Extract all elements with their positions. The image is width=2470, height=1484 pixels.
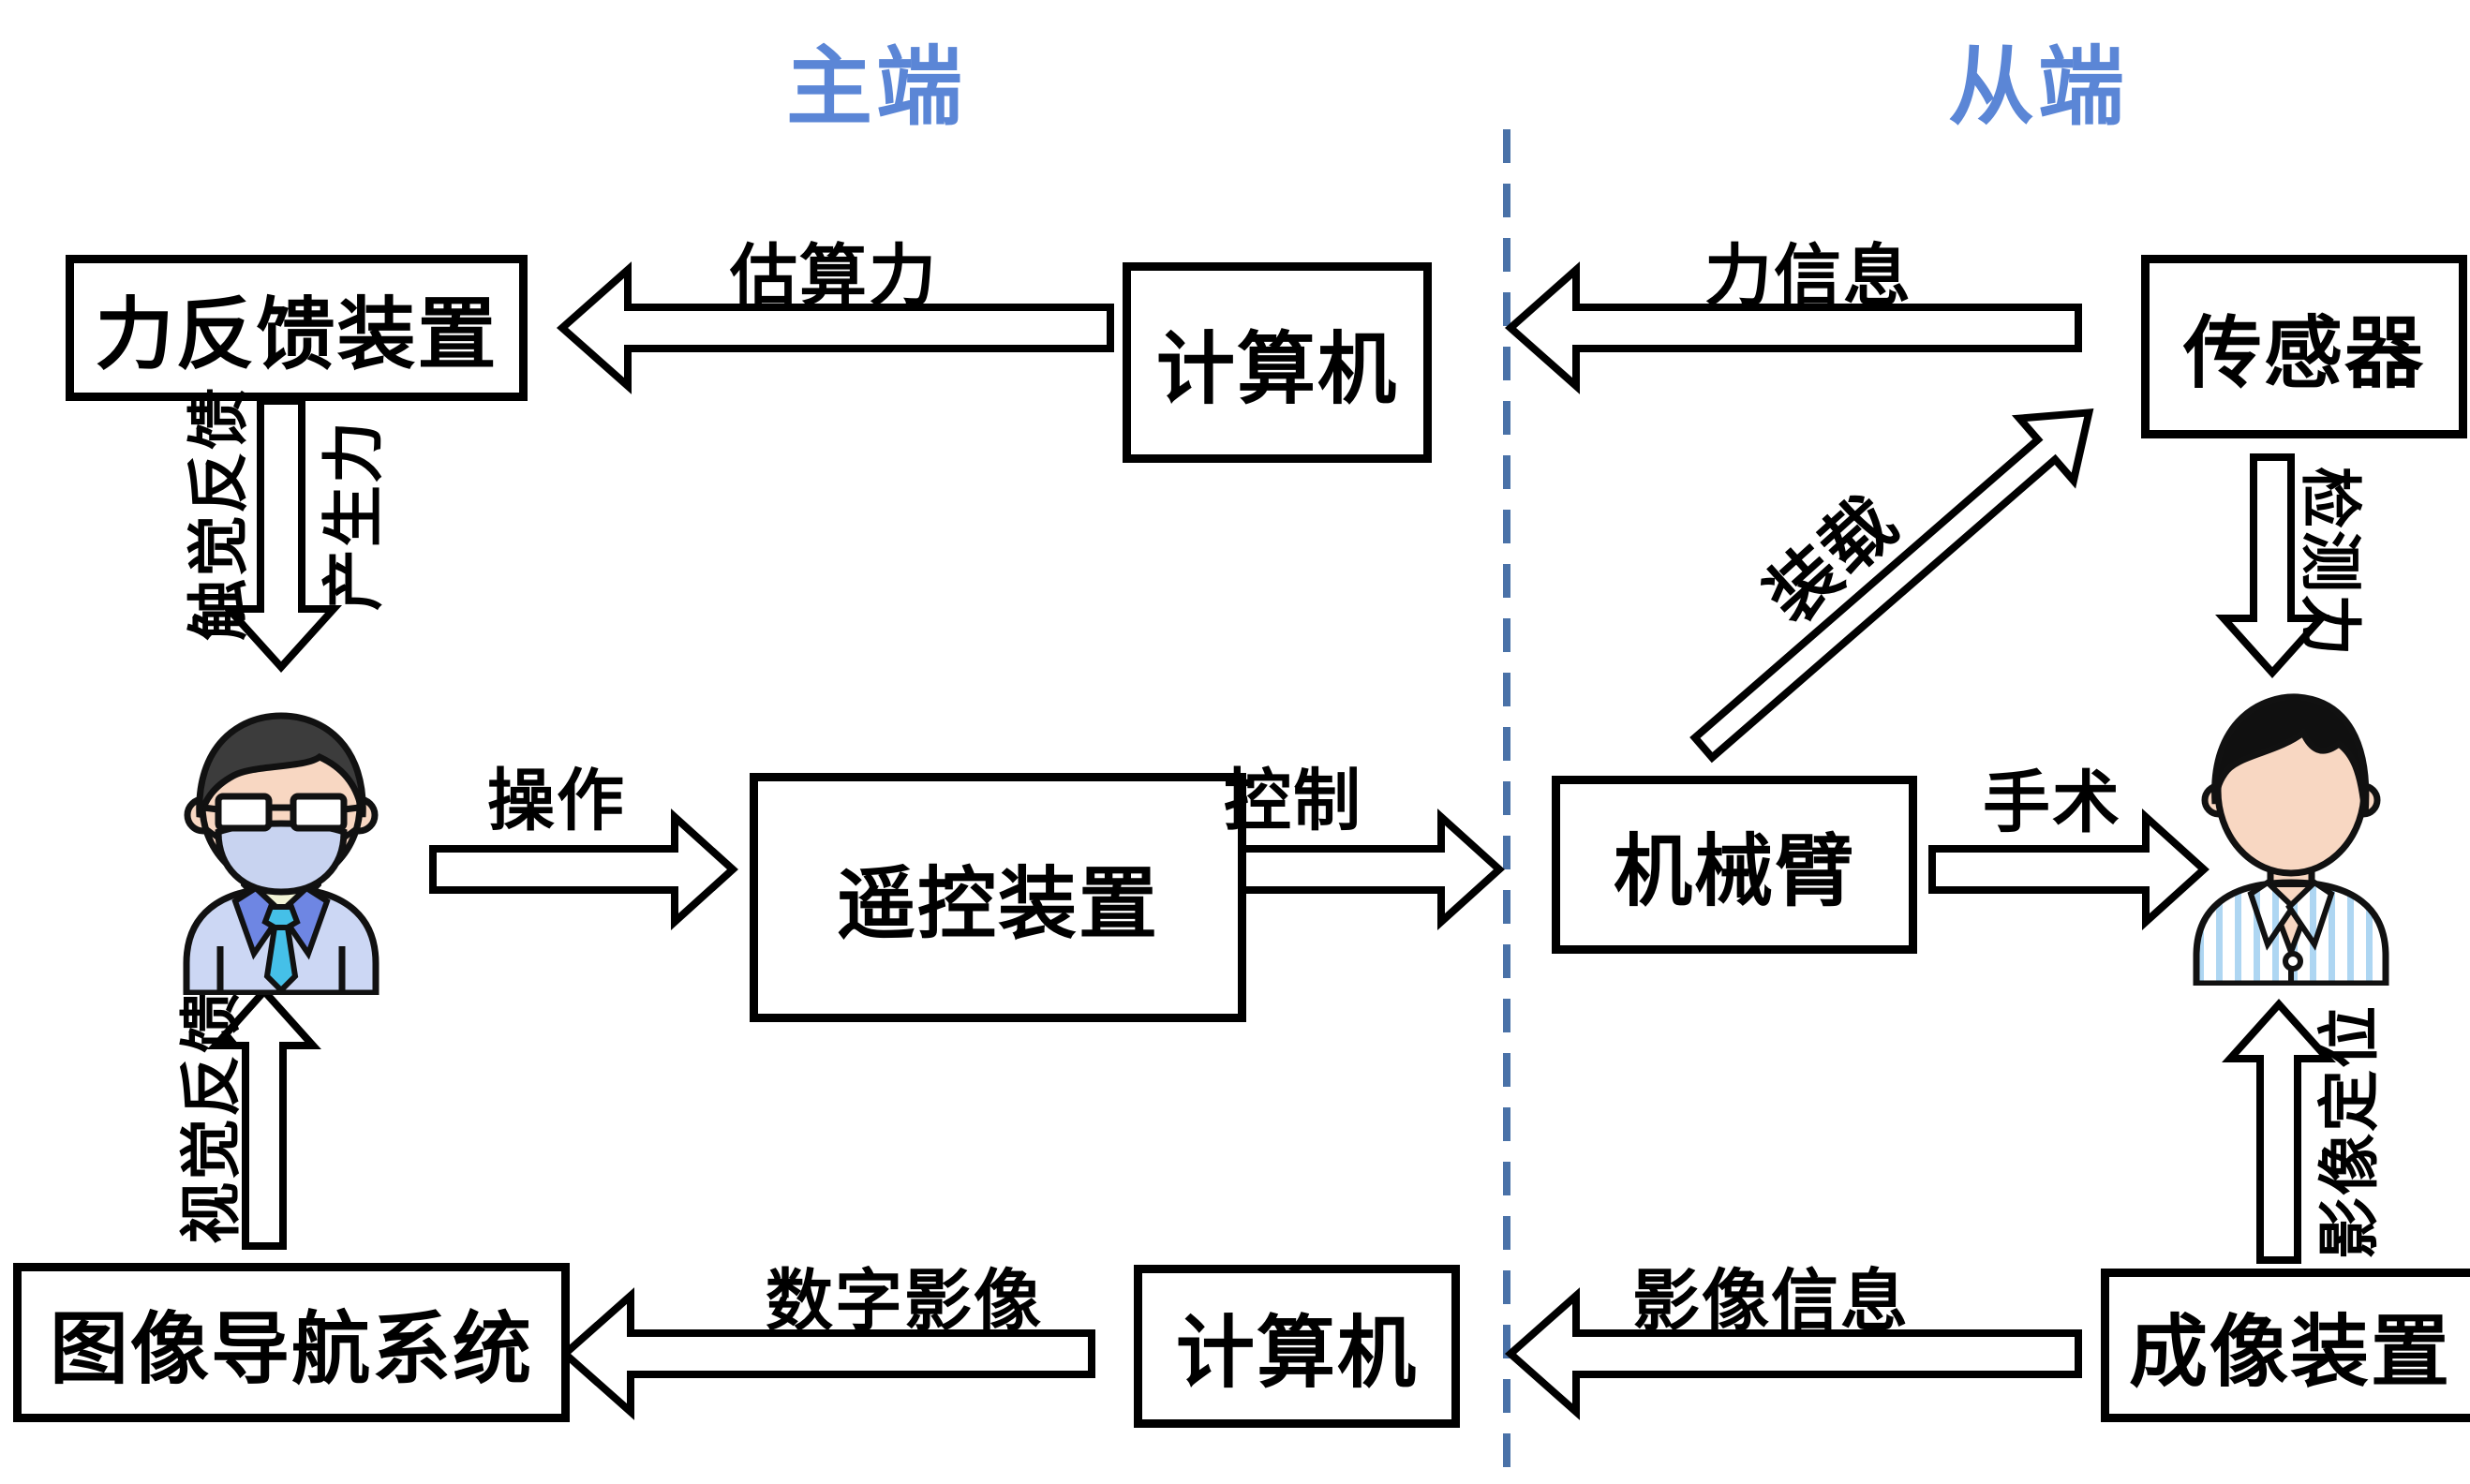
arrow-digital-image [558,1287,1095,1420]
arrow-operate [429,808,738,931]
arrow-image-info [1504,1287,2082,1420]
arrow-force-info [1504,261,2082,394]
box-force-feedback-device: 力反馈装置 [66,255,528,401]
box-remote-control-device: 遥控装置 [750,773,1246,1022]
box-sensor: 传感器 [2141,255,2467,438]
label-control: 控制 [1223,764,1363,839]
box-computer-bottom: 计算机 [1134,1265,1460,1428]
master-slave-divider [1503,129,1510,1484]
arrow-image-positioning [2222,999,2336,1264]
arrow-load [1689,408,2094,764]
slave-side-title: 从端 [1947,39,2129,136]
box-robot-arm: 机械臂 [1552,776,1917,954]
arrow-tactile-feedback [219,397,343,673]
label-operate: 操作 [486,764,627,839]
label-visual-feedback: 视觉反馈 [176,989,246,1244]
label-generate-force: 产生力 [319,420,388,611]
arrow-estimated-force [556,261,1114,394]
arrow-surgery [1928,808,2210,931]
box-computer-top: 计算机 [1123,262,1432,463]
label-tactile-feedback: 触觉反馈 [184,386,253,641]
patient-icon [2193,693,2389,987]
label-image-positioning: 影像定位 [2314,1004,2384,1259]
doctor-icon [183,712,379,997]
box-imaging-device: 成像装置 [2101,1269,2470,1422]
patient-figure [2174,658,2408,987]
doctor-figure [164,667,398,997]
master-side-title: 主端 [785,39,967,136]
box-image-navigation-system: 图像导航系统 [13,1263,570,1422]
label-detect-force: 检测力 [2296,467,2365,658]
label-image-info: 影像信息 [1631,1264,1911,1340]
label-force-info: 力信息 [1704,239,1913,315]
label-digital-image: 数字影像 [765,1264,1044,1340]
label-surgery: 手术 [1982,765,2122,841]
arrow-visual-feedback [207,986,321,1250]
arrow-detect-force [2215,453,2329,678]
label-estimated-force: 估算力 [729,239,939,315]
